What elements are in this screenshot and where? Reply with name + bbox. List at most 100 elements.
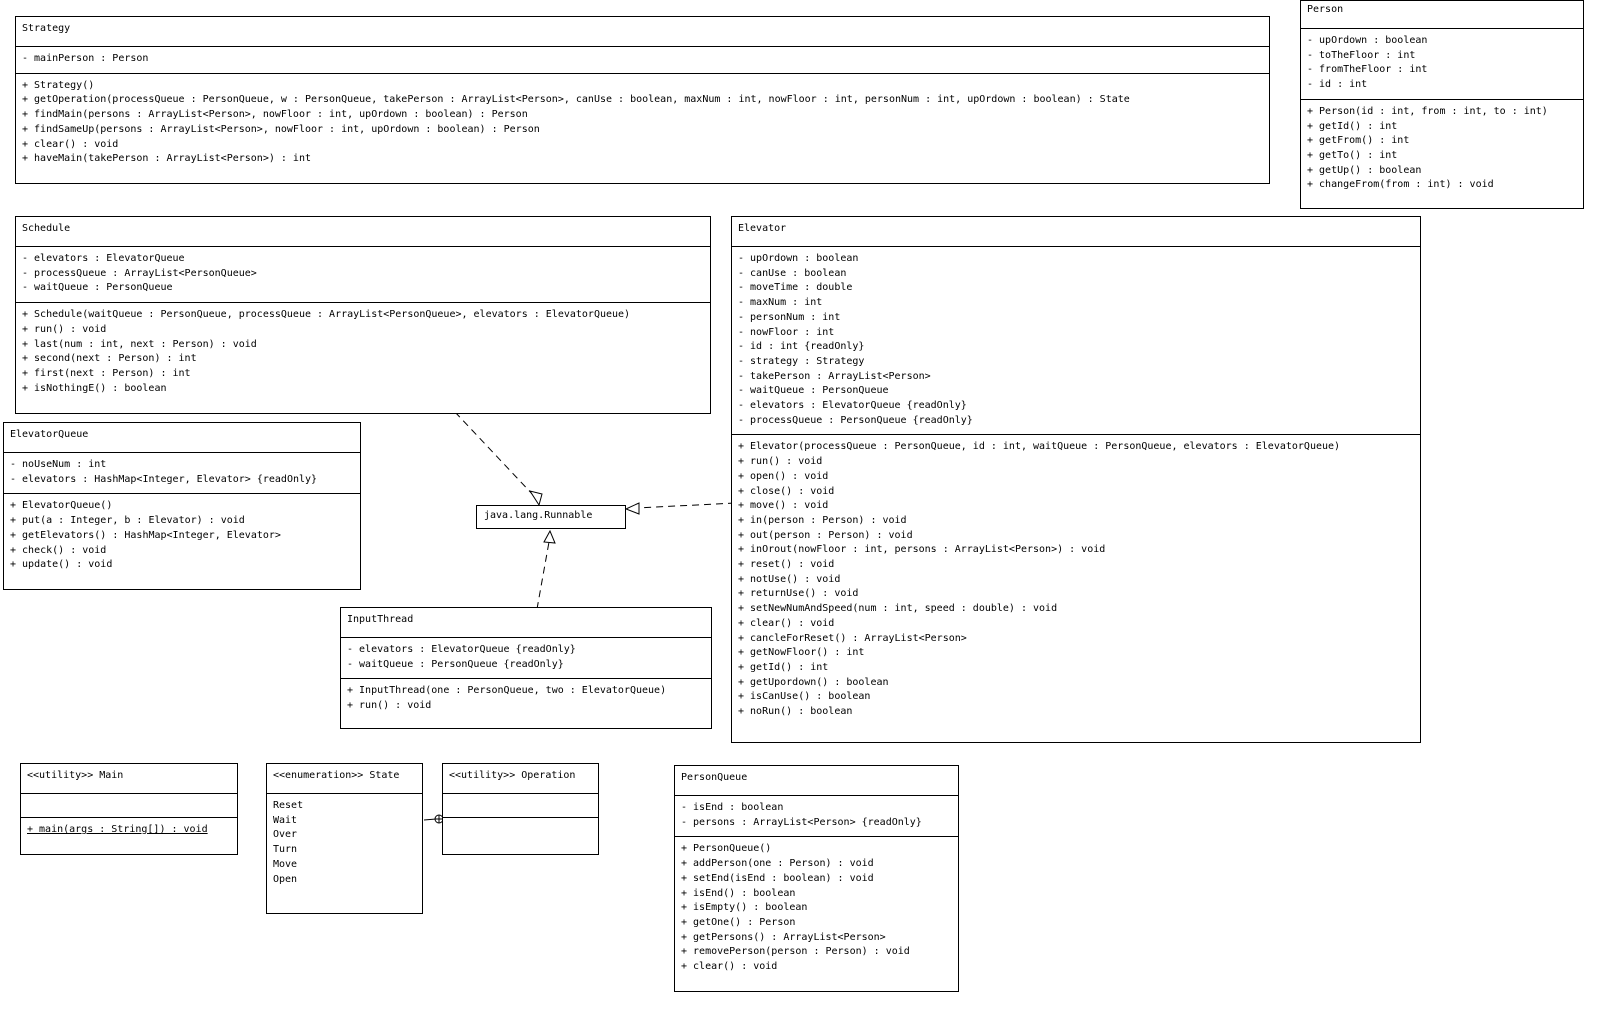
member-line: + move() : void (738, 500, 829, 512)
member-line: - upOrdown : boolean (1307, 35, 1428, 46)
schedule-realization-arrowhead (528, 490, 543, 507)
member-line: + reset() : void (738, 559, 835, 571)
member-line: + getNowFloor() : int (738, 647, 865, 659)
member-line: - upOrdown : boolean (738, 253, 859, 264)
member-line: - moveTime : double (738, 282, 853, 294)
member-line: - nowFloor : int (738, 326, 835, 338)
member-line: - waitQueue : PersonQueue (22, 282, 173, 294)
class-main[interactable]: <<utility>> Main + main(args : String[])… (20, 763, 238, 855)
class-name: InputThread (347, 614, 414, 625)
class-name: PersonQueue (681, 772, 748, 783)
operations-compartment: + PersonQueue() + addPerson(one : Person)… (675, 836, 958, 980)
member-line: + findMain(persons : ArrayList<Person>, … (22, 109, 528, 121)
schedule-realization-line (454, 411, 536, 498)
class-name: Strategy (22, 23, 71, 34)
member-line: + open() : void (738, 470, 829, 482)
member-line: + findSameUp(persons : ArrayList<Person>… (22, 123, 540, 135)
class-person[interactable]: Person - upOrdown : boolean- toTheFloor … (1300, 0, 1584, 209)
member-line: + cancleForReset() : ArrayList<Person> (738, 632, 967, 644)
member-line: + getId() : int (738, 661, 829, 673)
member-line: + inOrout(nowFloor : int, persons : Arra… (738, 544, 1106, 556)
operations-compartment (443, 817, 598, 855)
operations-compartment: + Elevator(processQueue : PersonQueue, i… (732, 434, 1420, 725)
member-line: + getId() : int (1307, 120, 1398, 132)
operations-compartment: + InputThread(one : PersonQueue, two : E… (341, 678, 711, 719)
class-strategy[interactable]: Strategy - mainPerson : Person + Strateg… (15, 16, 1270, 184)
inputthread-realization-line (536, 541, 550, 610)
member-line: + removePerson(person : Person) : void (681, 946, 910, 958)
operations-compartment: + main(args : String[]) : void (21, 817, 237, 844)
member-line: - processQueue : ArrayList<PersonQueue> (22, 267, 257, 279)
member-line: + clear() : void (738, 617, 835, 629)
state-operation-nesting-line (423, 818, 437, 821)
member-line: + InputThread(one : PersonQueue, two : E… (347, 685, 667, 697)
member-line: + getFrom() : int (1307, 135, 1410, 147)
class-name: <<utility>> Main (27, 770, 124, 781)
class-name: Elevator (738, 223, 787, 234)
member-line: + Strategy() (22, 79, 95, 91)
attributes-compartment: - elevators : ElevatorQueue {readOnly}- … (341, 637, 711, 678)
member-line: + in(person : Person) : void (738, 514, 907, 526)
member-line: - elevators : ElevatorQueue {readOnly} (738, 400, 967, 412)
member-line: Turn (273, 844, 298, 856)
member-line: - persons : ArrayList<Person> {readOnly} (681, 816, 922, 828)
member-line: + getElevators() : HashMap<Integer, Elev… (10, 529, 281, 541)
class-person-queue[interactable]: PersonQueue - isEnd : boolean - persons :… (674, 765, 959, 992)
interface-runnable[interactable]: java.lang.Runnable (476, 505, 626, 529)
member-line: + Elevator(processQueue : PersonQueue, i… (738, 441, 1341, 453)
member-line: + isEnd() : boolean (681, 887, 796, 899)
member-line: + getTo() : int (1307, 149, 1398, 161)
member-line: Move (273, 858, 298, 870)
member-line: + isCanUse() : boolean (738, 691, 871, 703)
member-line: + PersonQueue() (681, 843, 772, 855)
member-line: Open (273, 873, 298, 885)
class-name: <<utility>> Operation (449, 770, 576, 781)
class-name: ElevatorQueue (10, 429, 89, 440)
class-schedule[interactable]: Schedule - elevators : ElevatorQueue- pr… (15, 216, 711, 414)
member-line: - id : int {readOnly} (738, 341, 865, 353)
member-line: - fromTheFloor : int (1307, 64, 1428, 76)
member-line: - waitQueue : PersonQueue (738, 385, 889, 397)
class-name: <<enumeration>> State (273, 770, 400, 781)
member-line: - noUseNum : int (10, 459, 107, 470)
member-line: - takePerson : ArrayList<Person> (738, 370, 931, 382)
member-line: - strategy : Strategy (738, 355, 865, 367)
class-elevator-queue[interactable]: ElevatorQueue - noUseNum : int- elevator… (3, 422, 361, 590)
attributes-compartment: - mainPerson : Person (16, 46, 1269, 73)
class-input-thread[interactable]: InputThread - elevators : ElevatorQueue … (340, 607, 712, 729)
member-line: + notUse() : void (738, 573, 841, 585)
member-line: + update() : void (10, 559, 113, 571)
member-line: + ElevatorQueue() (10, 500, 113, 512)
member-line: + put(a : Integer, b : Elevator) : void (10, 515, 245, 527)
member-line: + Person(id : int, from : int, to : int) (1307, 105, 1548, 117)
attributes-compartment (443, 793, 598, 817)
member-line: + run() : void (22, 323, 107, 335)
member-line: + getPersons() : ArrayList<Person> (681, 931, 886, 943)
member-line: + clear() : void (681, 961, 778, 973)
member-line: + addPerson(one : Person) : void (681, 858, 874, 870)
member-line: + setNewNumAndSpeed(num : int, speed : d… (738, 603, 1058, 615)
member-line: + run() : void (738, 456, 823, 468)
member-line: Wait (273, 814, 298, 826)
class-elevator[interactable]: Elevator - upOrdown : boolean - canUse : … (731, 216, 1421, 743)
member-line: + setEnd(isEnd : boolean) : void (681, 872, 874, 884)
elevator-realization-arrowhead (624, 502, 640, 515)
member-line: - isEnd : boolean (681, 802, 784, 813)
member-line: - canUse : boolean (738, 267, 847, 279)
member-line: + getOperation(processQueue : PersonQueu… (22, 94, 1130, 106)
class-operation[interactable]: <<utility>> Operation (442, 763, 599, 855)
member-line: + last(num : int, next : Person) : void (22, 338, 257, 350)
member-line: + clear() : void (22, 138, 119, 150)
member-line: + check() : void (10, 544, 107, 556)
member-line: + haveMain(takePerson : ArrayList<Person… (22, 153, 311, 165)
member-line: + Schedule(waitQueue : PersonQueue, proc… (22, 309, 631, 321)
attributes-compartment (21, 793, 237, 817)
member-line: - mainPerson : Person (22, 53, 149, 64)
member-line: + run() : void (347, 700, 432, 712)
member-line: + second(next : Person) : int (22, 353, 197, 365)
member-line: - maxNum : int (738, 297, 823, 309)
inputthread-realization-arrowhead (543, 529, 556, 544)
